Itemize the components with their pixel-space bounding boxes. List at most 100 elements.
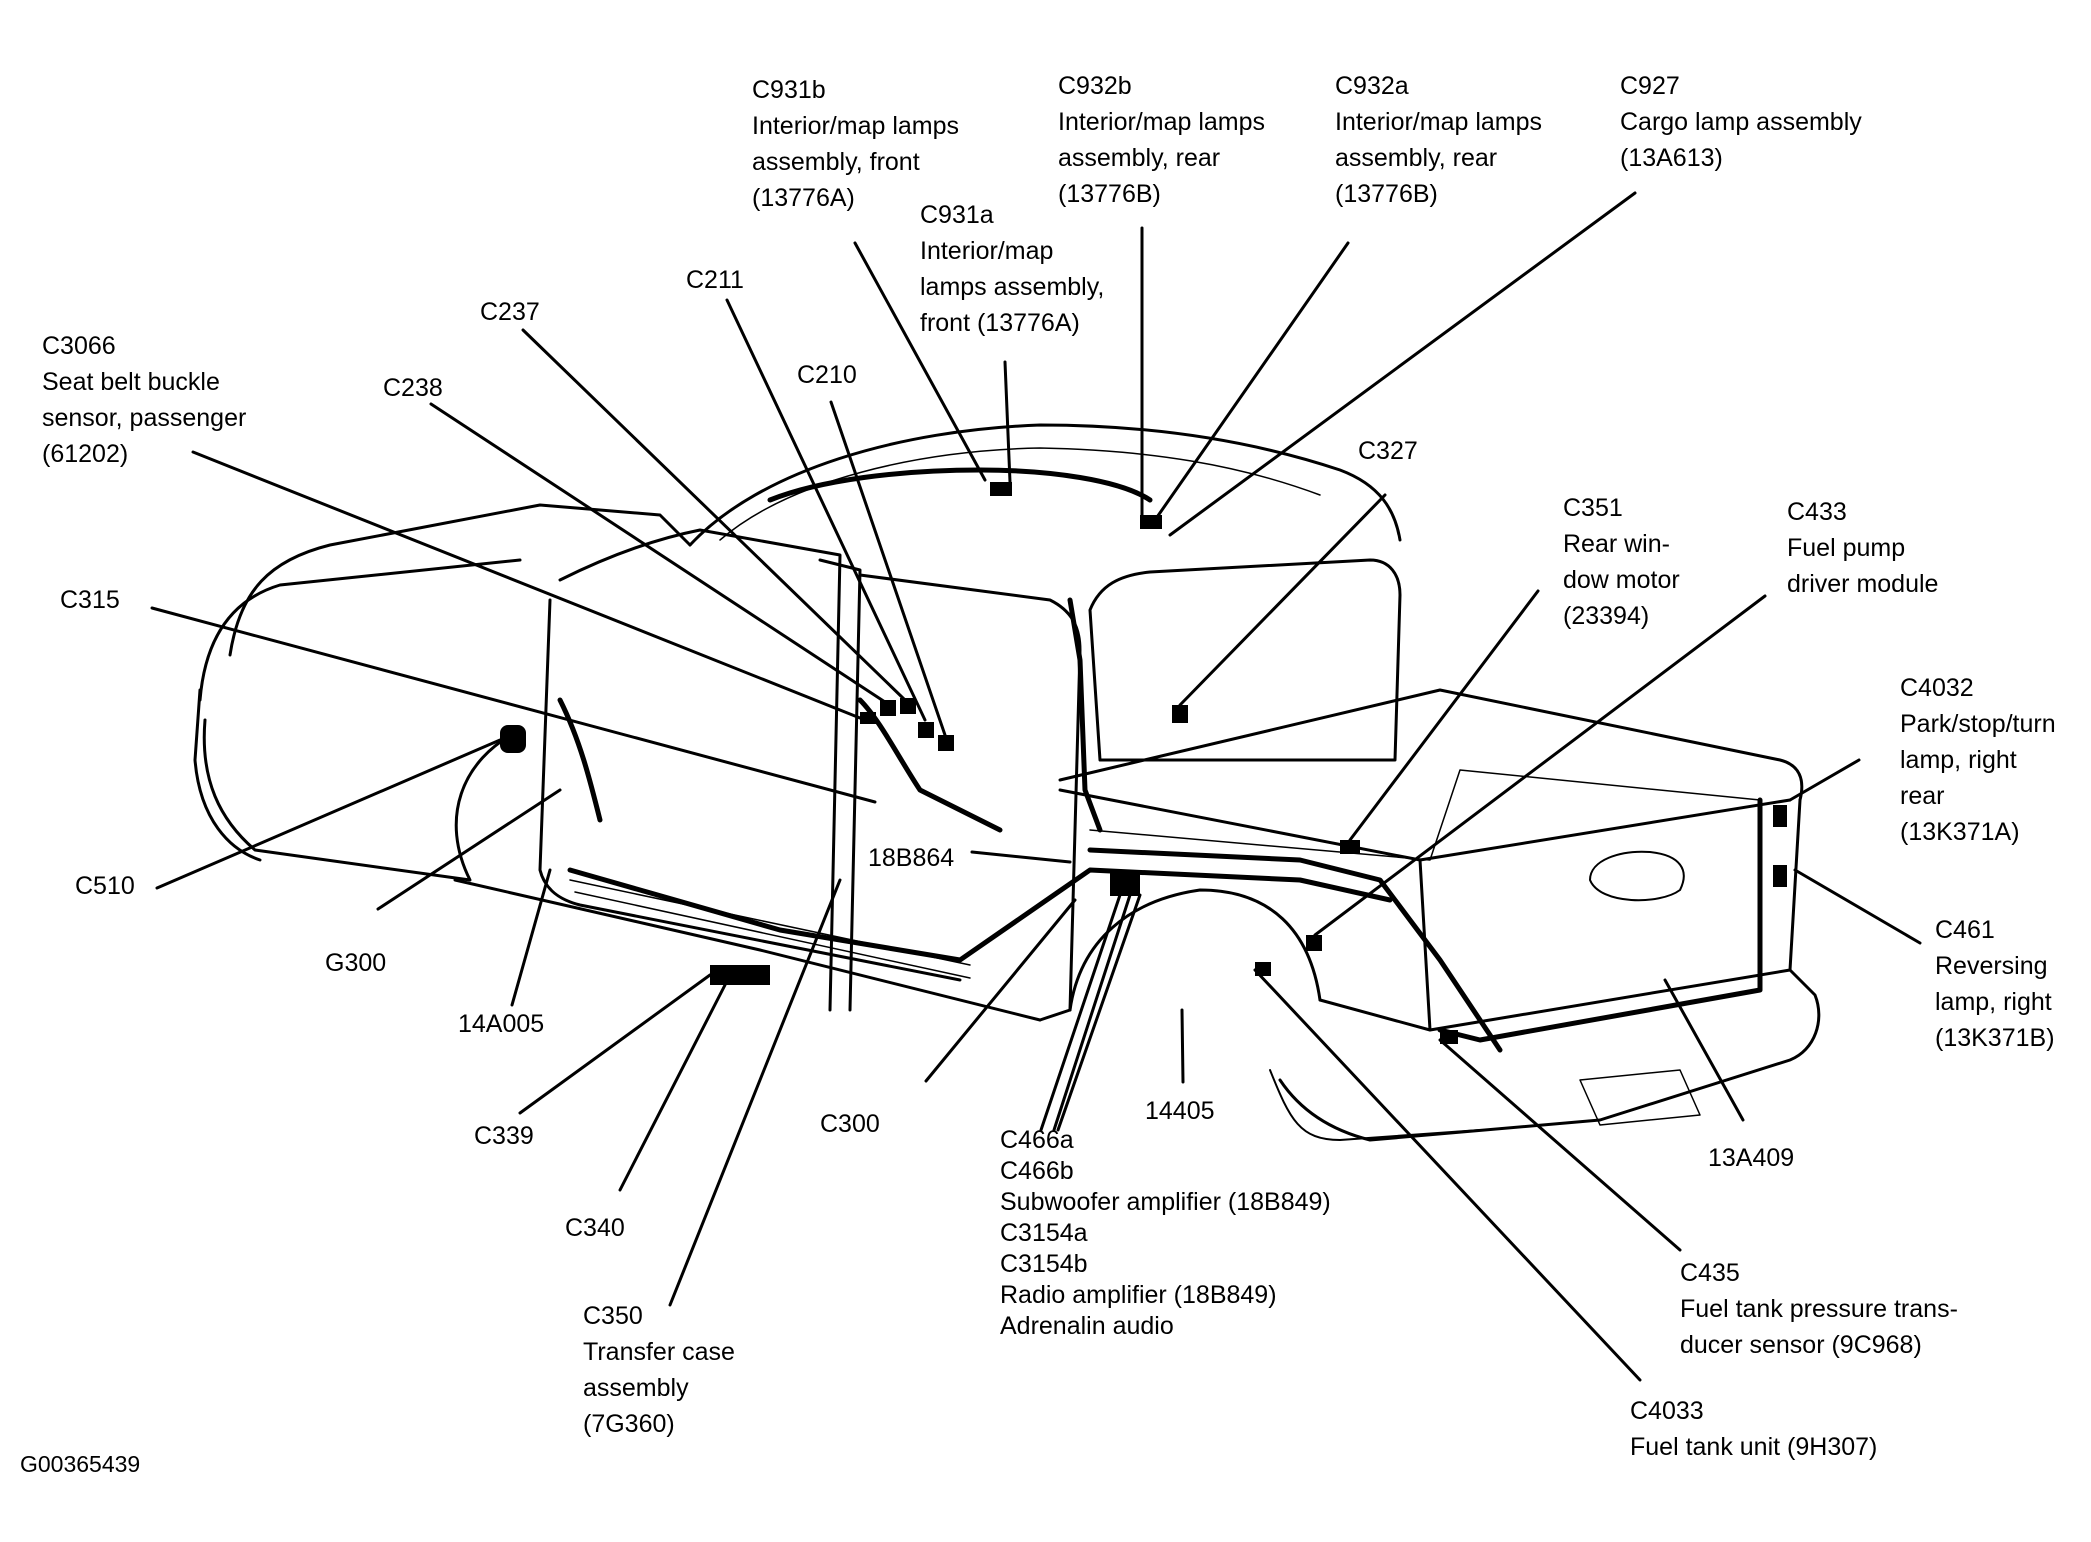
callout-c4033-line: Fuel tank unit (9H307)	[1630, 1433, 1878, 1461]
bed-floor	[1089, 769, 1761, 861]
leader-c466a	[1039, 893, 1122, 1132]
connector-c211	[918, 722, 934, 738]
callout-c927-line: (13A613)	[1620, 144, 1723, 172]
leader-c350	[668, 878, 842, 1307]
callout-c932a-line: (13776B)	[1335, 180, 1438, 208]
harness-a-pillar	[857, 697, 1003, 833]
connector-c4032	[1773, 805, 1787, 827]
callout-c927-line: C927	[1620, 72, 1680, 100]
callout-c300-line: C300	[820, 1110, 880, 1138]
connector-c3066	[860, 712, 876, 724]
callout-c3066-line: (61202)	[42, 440, 129, 468]
callout-c351-line: Rear win-	[1563, 530, 1670, 558]
callout-c466-line: C3154b	[1000, 1250, 1088, 1278]
leader-c931a	[1003, 360, 1012, 484]
callout-c931a-line: Interior/map	[920, 237, 1054, 265]
windshield-frame	[558, 528, 842, 1012]
callout-c350-line: assembly	[583, 1374, 689, 1402]
callout-c4033: C4033 Fuel tank unit (9H307)	[1630, 1393, 1877, 1465]
callout-c351-line: C351	[1563, 494, 1623, 522]
tailgate	[1418, 798, 1802, 1032]
callout-c237-line: C237	[480, 298, 540, 326]
leader-lines	[150, 191, 1922, 1382]
leader-c4032	[1788, 758, 1861, 802]
callout-c932b-line: (13776B)	[1058, 180, 1161, 208]
connector-c461	[1773, 865, 1787, 887]
callout-c435-line: Fuel tank pressure trans-	[1680, 1295, 1958, 1323]
leader-c931b	[853, 241, 987, 482]
front-door-opening	[538, 598, 962, 982]
rear-bumper	[1278, 968, 1821, 1142]
callout-c433-line: driver module	[1787, 570, 1939, 598]
callout-c461-line: (13K371B)	[1935, 1024, 2055, 1052]
callout-c466-line: C466a	[1000, 1126, 1074, 1154]
cab-roof-inner	[719, 447, 1321, 541]
callout-c4032-line: (13K371A)	[1900, 818, 2020, 846]
callout-c932a-line: Interior/map lamps	[1335, 108, 1543, 136]
leader-c510	[155, 738, 502, 890]
callout-c4032-line: rear	[1900, 782, 1945, 810]
callout-c351: C351 Rear win- dow motor (23394)	[1563, 490, 1680, 634]
bed-rail-top	[1058, 688, 1804, 802]
rear-door-opening	[858, 573, 1082, 1012]
callout-c932a-line: C932a	[1335, 72, 1409, 100]
callout-c510: C510	[75, 868, 135, 904]
callout-c931b: C931b Interior/map lamps assembly, front…	[752, 72, 959, 216]
fuel-tank	[1269, 1069, 1481, 1141]
callout-c931a-line: lamps assembly,	[920, 273, 1105, 301]
harness-bed	[1087, 847, 1503, 1053]
callout-c350: C350 Transfer case assembly (7G360)	[583, 1298, 735, 1442]
callout-c3066-line: Seat belt buckle	[42, 368, 220, 396]
rear-wheel-arch	[1068, 888, 1322, 1012]
connector-c351	[1340, 840, 1360, 854]
connector-c238	[880, 700, 896, 716]
front-bumper	[193, 688, 262, 862]
connector-c433	[1306, 935, 1322, 951]
callout-c340: C340	[565, 1210, 625, 1246]
callout-14405: 14405	[1145, 1093, 1215, 1129]
rear-window	[1088, 558, 1402, 762]
callout-c931b-line: C931b	[752, 76, 826, 104]
callout-c927-line: Cargo lamp assembly	[1620, 108, 1862, 136]
tailgate-handle	[1589, 850, 1685, 902]
callout-c435: C435 Fuel tank pressure trans- ducer sen…	[1680, 1255, 1958, 1363]
callout-c315-line: C315	[60, 586, 120, 614]
connector-c210	[938, 735, 954, 751]
callout-c327-line: C327	[1358, 437, 1418, 465]
truck-body-outline	[193, 423, 1821, 1142]
callout-c327: C327	[1358, 433, 1418, 469]
bed-side-lower	[1038, 998, 1432, 1032]
callout-c4032-line: C4032	[1900, 674, 1974, 702]
leader-c932a	[1153, 241, 1350, 522]
callout-c435-line: C435	[1680, 1259, 1740, 1287]
callout-c466-line: Radio amplifier (18B849)	[1000, 1281, 1277, 1309]
leader-c315	[150, 606, 877, 804]
leader-c4033	[1253, 968, 1642, 1382]
callout-c932a-line: assembly, rear	[1335, 144, 1498, 172]
callout-c350-line: (7G360)	[583, 1410, 675, 1438]
callout-c927: C927 Cargo lamp assembly (13A613)	[1620, 68, 1862, 176]
leader-g300	[376, 788, 562, 911]
callout-c931a-line: C931a	[920, 201, 994, 229]
callout-c931a-line: front (13776A)	[920, 309, 1080, 337]
callout-c931a: C931a Interior/map lamps assembly, front…	[920, 197, 1104, 341]
callout-13a409: 13A409	[1708, 1140, 1794, 1176]
callout-c340-line: C340	[565, 1214, 625, 1242]
callout-c4032-line: lamp, right	[1900, 746, 2017, 774]
callout-c351-line: dow motor	[1563, 566, 1680, 594]
callout-c435-line: ducer sensor (9C968)	[1680, 1331, 1922, 1359]
callout-c211-line: C211	[686, 266, 744, 294]
leader-c466b	[1052, 893, 1132, 1132]
harness-tail	[1437, 797, 1763, 1043]
leader-c340	[618, 983, 727, 1192]
callout-c339: C339	[474, 1118, 534, 1154]
callout-c4032-line: Park/stop/turn	[1900, 710, 2056, 738]
callout-c351-line: (23394)	[1563, 602, 1650, 630]
leader-c339	[518, 973, 712, 1115]
leader-c435	[1438, 1038, 1682, 1252]
leader-p18b864	[970, 850, 1072, 864]
callout-c4033-line: C4033	[1630, 1397, 1704, 1425]
connector-c237	[900, 698, 916, 714]
wiring-harness	[557, 467, 1763, 1053]
callout-c210-line: C210	[797, 361, 857, 389]
